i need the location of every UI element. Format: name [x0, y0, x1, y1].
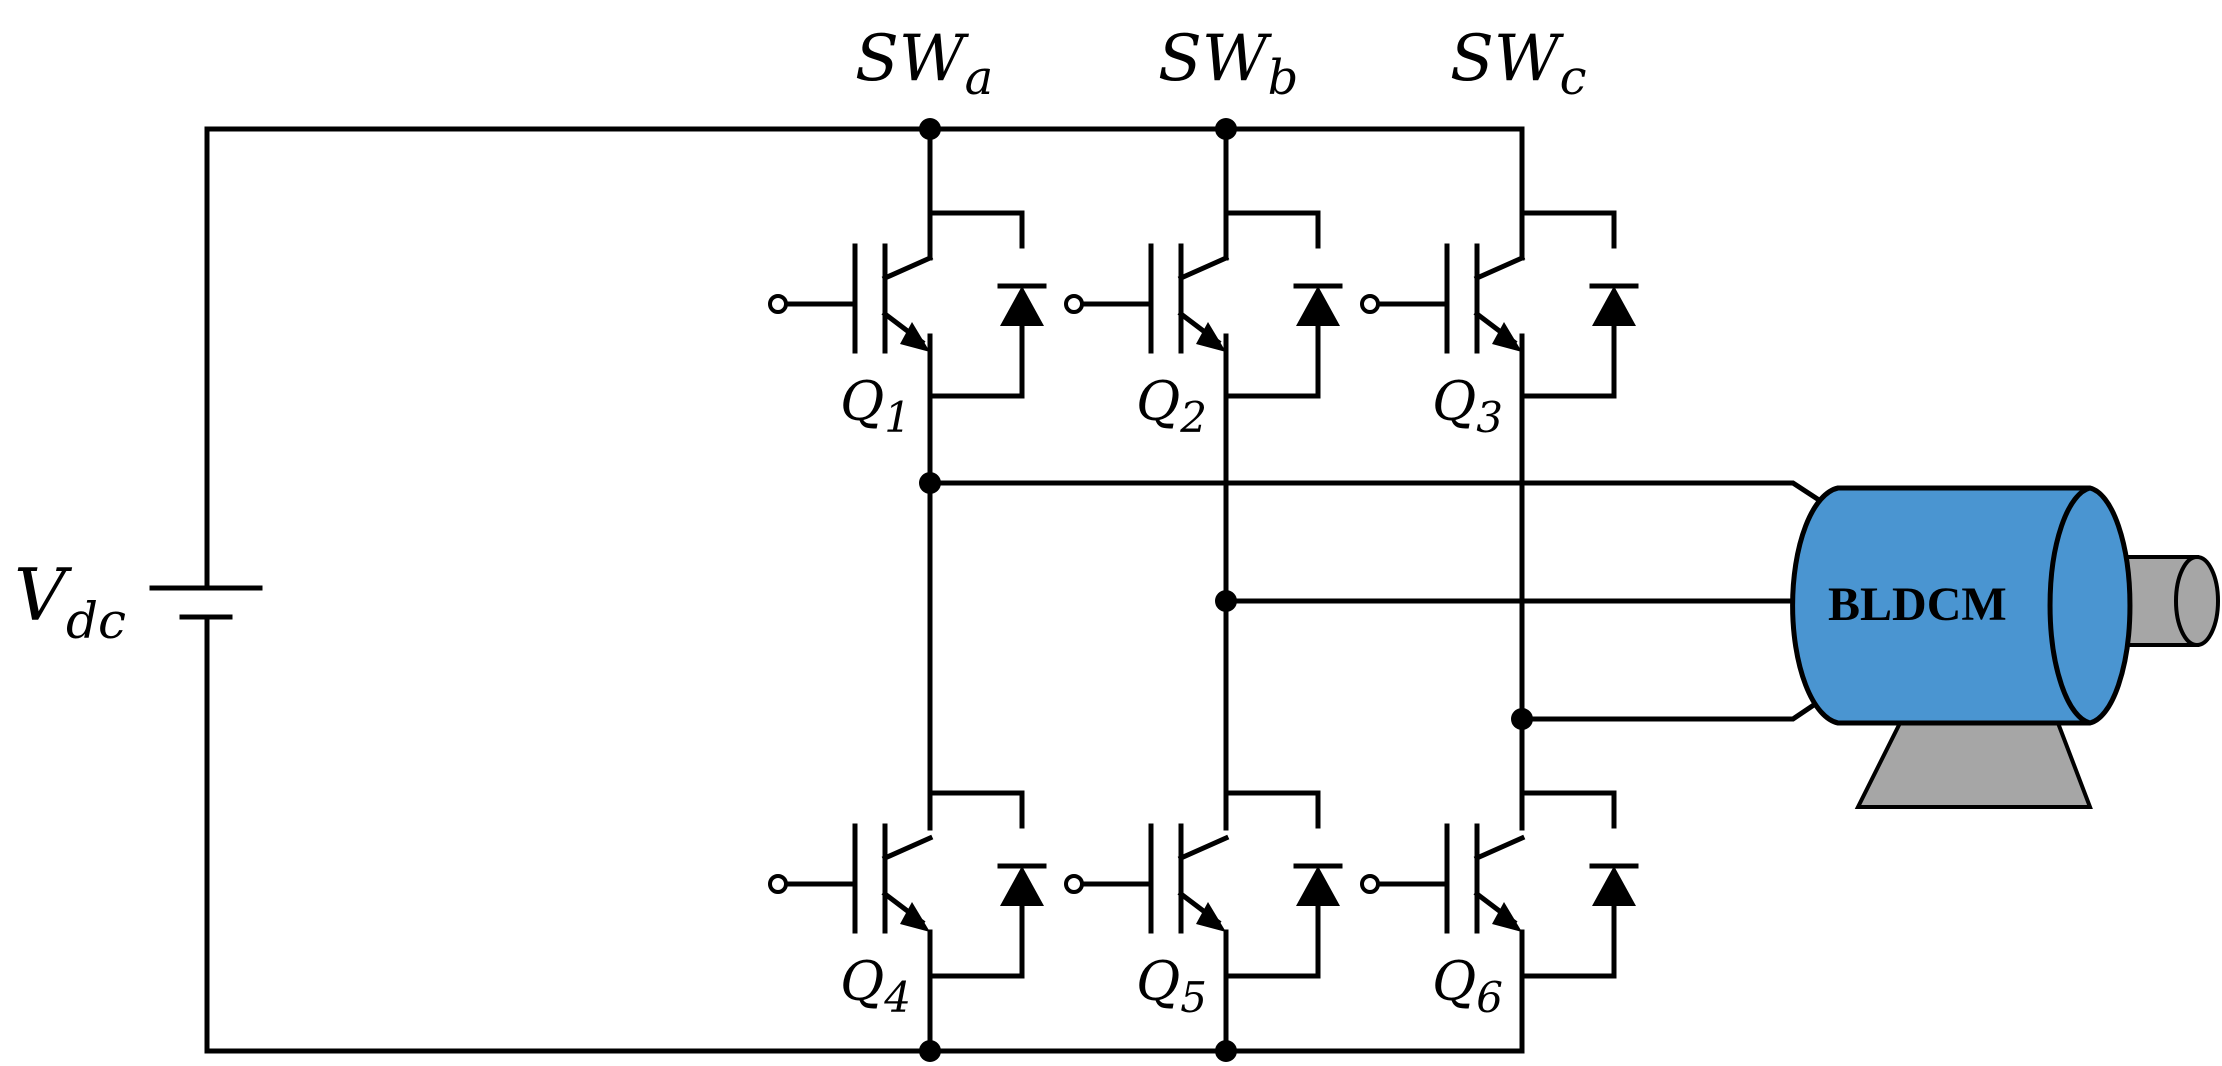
- igbt-switch-q6: [1360, 790, 1639, 979]
- phase-output-wires: [927, 480, 1849, 722]
- phase-a-wire: [927, 480, 1849, 521]
- sw-a-label: SWa: [855, 22, 993, 106]
- phase-c-wire: [1519, 680, 1849, 722]
- junction-dots: [919, 118, 1533, 1062]
- leg-wires: [927, 126, 1525, 1054]
- vdc-label: Vdc: [14, 553, 126, 650]
- q3-label: Q3: [1432, 370, 1503, 442]
- q1-label: Q1: [840, 370, 911, 442]
- igbt-switch-q1: [768, 210, 1047, 399]
- motor-base: [1854, 721, 2093, 809]
- q6-label: Q6: [1432, 950, 1503, 1022]
- sw-b-label: SWb: [1158, 22, 1298, 106]
- bldc-motor: BLDCM: [1790, 485, 2220, 809]
- q2-label: Q2: [1136, 370, 1207, 442]
- sw-c-label: SWc: [1450, 22, 1587, 106]
- motor-label: BLDCM: [1828, 578, 2007, 631]
- q4-label: Q4: [840, 950, 911, 1022]
- igbt-switch-q3: [1360, 210, 1639, 399]
- igbt-switch-q4: [768, 790, 1047, 979]
- dc-bus: [204, 126, 1525, 1054]
- q5-label: Q5: [1136, 950, 1207, 1022]
- igbt-switch-q2: [1064, 210, 1343, 399]
- battery-symbol: [149, 585, 263, 620]
- igbt-switch-q5: [1064, 790, 1343, 979]
